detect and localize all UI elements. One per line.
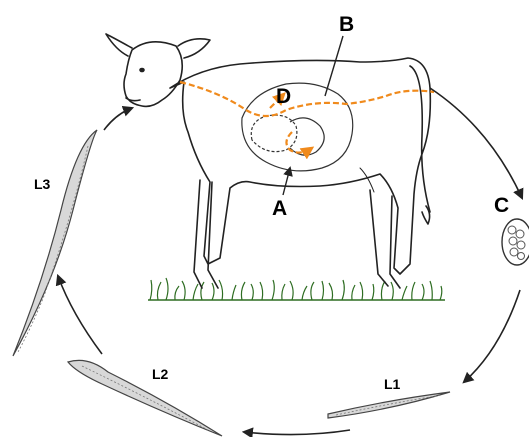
calf-eye: [140, 69, 144, 72]
calf-tail-tuft: [422, 206, 430, 224]
larva-icon-l1: [328, 392, 450, 418]
label-a: A: [272, 198, 287, 219]
arrow-to-calf: [104, 108, 132, 130]
parasite-pathway: [180, 82, 434, 153]
label-c: C: [494, 195, 509, 216]
arrow-to-l3: [58, 276, 102, 354]
pathway-intestine: [180, 82, 434, 116]
arrow-to-l1: [464, 290, 520, 382]
label-d: D: [276, 86, 291, 107]
grass: [150, 278, 442, 300]
calf-head: [124, 42, 182, 107]
calf-drawing: [106, 34, 430, 288]
egg-icon: [502, 219, 529, 265]
calf-ear-left: [106, 34, 132, 56]
label-b: B: [339, 14, 354, 35]
label-l2: L2: [152, 367, 168, 381]
pointer-a: [283, 168, 290, 195]
arrow-to-l2: [244, 430, 350, 435]
stomach-rumen: [242, 83, 353, 171]
stomach: [242, 83, 353, 171]
larva-icon-l2: [68, 360, 222, 436]
arrow-to-egg: [430, 88, 522, 198]
label-l3: L3: [34, 177, 50, 191]
larva-icon-l3: [13, 130, 97, 356]
label-l1: L1: [384, 377, 400, 391]
calf-ear-right: [178, 39, 210, 58]
pathway-arrow-a: [286, 132, 312, 153]
pointer-b: [325, 36, 343, 96]
